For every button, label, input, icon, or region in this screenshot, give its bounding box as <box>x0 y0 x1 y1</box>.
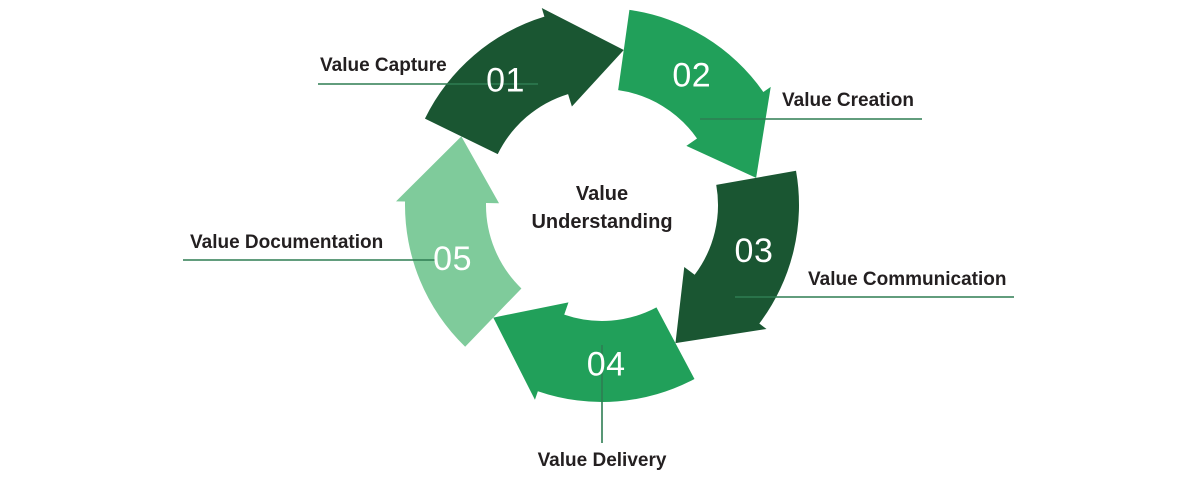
segment-04-number: 04 <box>587 345 626 383</box>
segment-03-shape[interactable] <box>675 170 800 344</box>
segment-03-number: 03 <box>735 232 774 270</box>
callout-value-delivery[interactable]: Value Delivery <box>538 345 667 471</box>
segment-02-shape[interactable] <box>618 9 771 178</box>
segment-01-shape[interactable] <box>424 8 624 155</box>
segment-01-number: 01 <box>486 61 525 99</box>
callout-label-02: Value Communication <box>808 269 1006 290</box>
segment-04[interactable]: 04 <box>587 345 626 383</box>
center-label-line2: Understanding <box>531 211 672 233</box>
callout-value-documentation[interactable]: Value Documentation <box>183 232 437 261</box>
center-label-line1: Value <box>576 183 628 205</box>
segment-05[interactable]: 05 <box>433 240 472 278</box>
callout-label-01: Value Creation <box>782 90 914 111</box>
segment-04-shape[interactable] <box>493 302 695 403</box>
segment-05-number: 05 <box>433 240 472 278</box>
callout-value-creation[interactable]: Value Creation <box>700 90 922 120</box>
segment-05-shape[interactable] <box>396 136 522 347</box>
inner-circle <box>523 126 681 284</box>
callout-label-03: Value Delivery <box>538 450 667 471</box>
segment-01[interactable]: 01 <box>486 61 525 99</box>
callout-label-05: Value Capture <box>320 55 447 76</box>
segment-02[interactable]: 02 <box>672 56 711 94</box>
callout-label-04: Value Documentation <box>190 232 383 253</box>
segment-02-number: 02 <box>672 56 711 94</box>
callout-value-capture[interactable]: Value Capture <box>318 55 538 85</box>
callout-value-communication[interactable]: Value Communication <box>735 269 1014 298</box>
segment-03[interactable]: 03 <box>735 232 774 270</box>
